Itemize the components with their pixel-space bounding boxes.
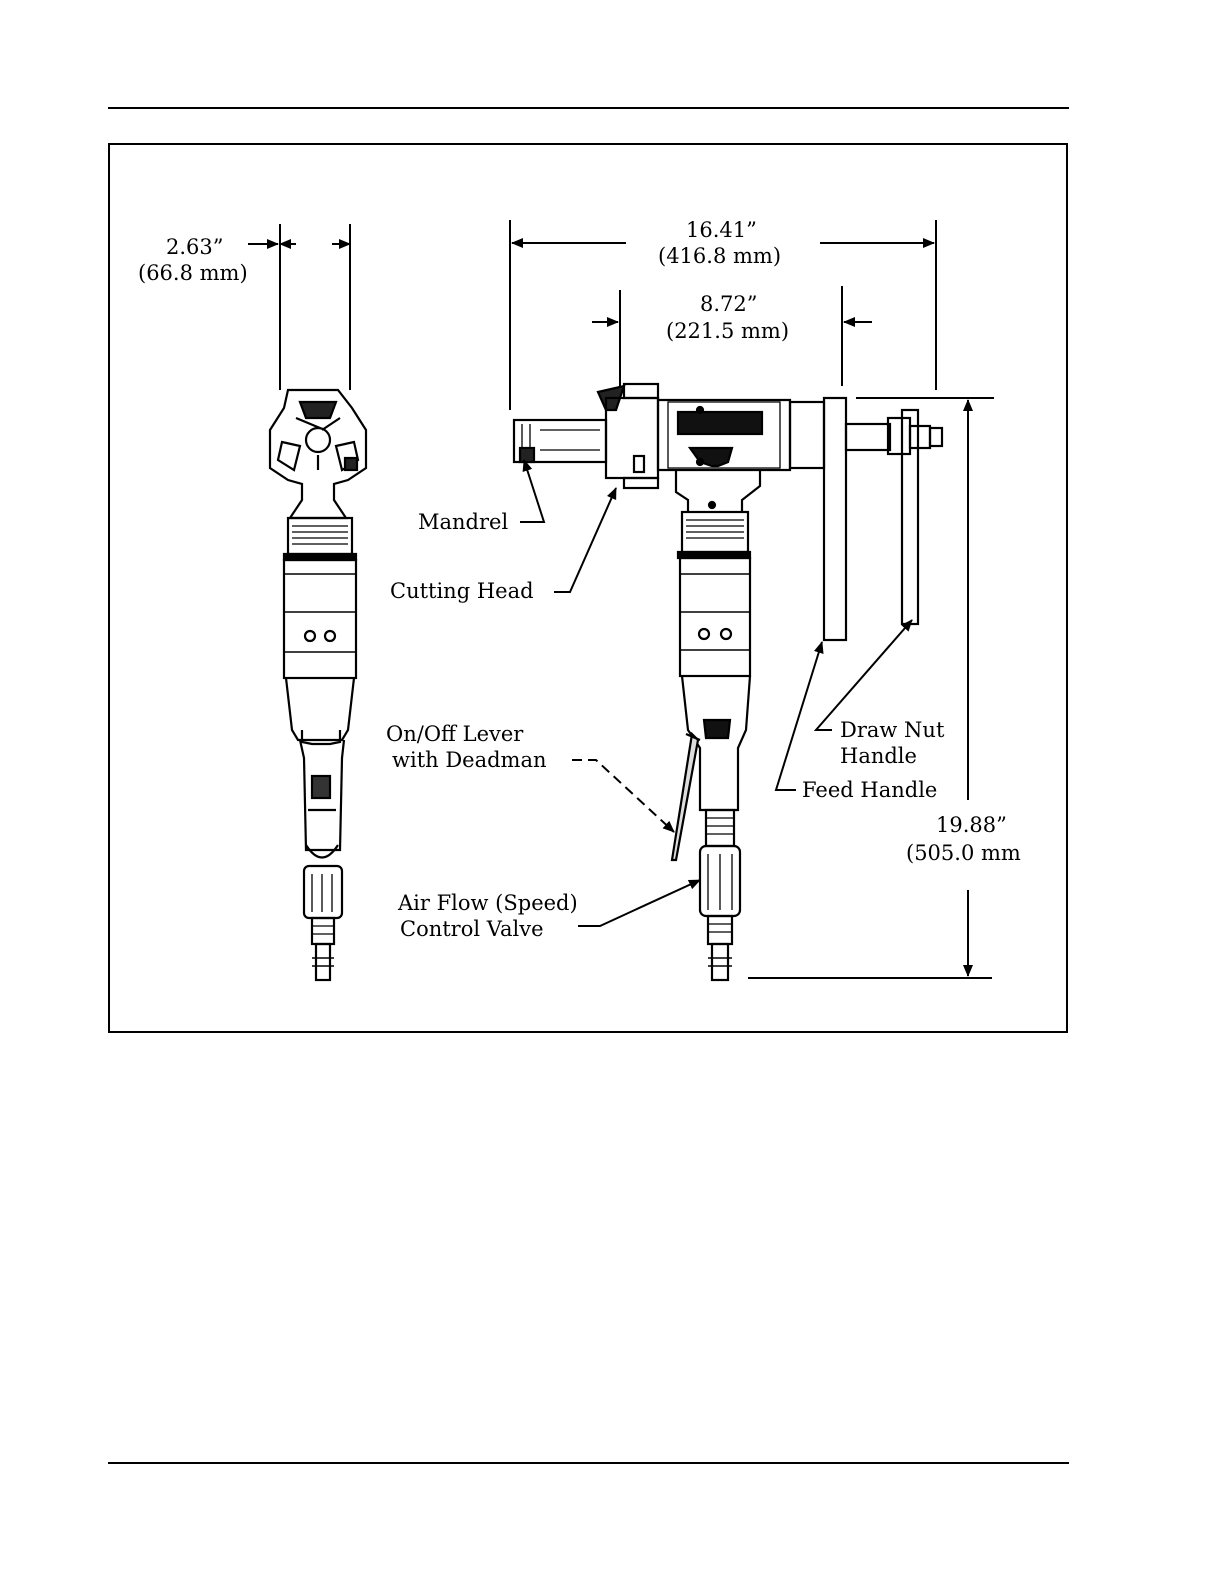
height-dimension [748,398,994,978]
on-off-lever-leader [572,760,674,832]
gear-housing [790,402,824,468]
air-flow-leader [578,880,700,926]
mandrel-leader [520,460,544,522]
overall-length-in-label: 16.41” [686,218,757,242]
on-off-lever-label-line2: with Deadman [392,748,547,772]
feed-handle [824,398,846,640]
side-view-tool [514,384,942,980]
air-flow-label-line1: Air Flow (Speed) [397,891,578,915]
side-motor-body [680,558,750,676]
feed-handle-label: Feed Handle [802,778,937,802]
front-view-tool [270,390,366,980]
brand-logo [678,412,762,434]
draw-nut-leader [816,620,912,730]
bottom-rule [108,1462,1069,1464]
width-in-label: 2.63” [166,235,224,259]
front-valve [304,866,342,918]
feed-length-mm-label: (221.5 mm) [666,319,789,343]
overall-length-mm-label: (416.8 mm) [658,244,781,268]
front-grip-band [288,518,352,554]
front-mandrel-circle [306,428,330,452]
callout-leaders [520,460,912,926]
draw-nut-label-line2: Handle [840,744,917,768]
on-off-lever-label-line1: On/Off Lever [386,722,524,746]
width-dimension [248,224,350,390]
on-off-lever [672,734,698,860]
cutting-head-leader [554,488,616,592]
cutting-head-label: Cutting Head [390,579,534,603]
height-in-label: 19.88” [936,813,1007,837]
height-mm-label: (505.0 mm [906,841,1021,865]
draw-nut-label-line1: Draw Nut [840,718,945,742]
front-motor-body [284,560,356,678]
mandrel-label: Mandrel [418,510,508,534]
air-flow-label-line2: Control Valve [400,917,544,941]
feed-length-in-label: 8.72” [700,292,758,316]
width-mm-label: (66.8 mm) [138,261,248,285]
feed-handle-leader [776,642,822,790]
